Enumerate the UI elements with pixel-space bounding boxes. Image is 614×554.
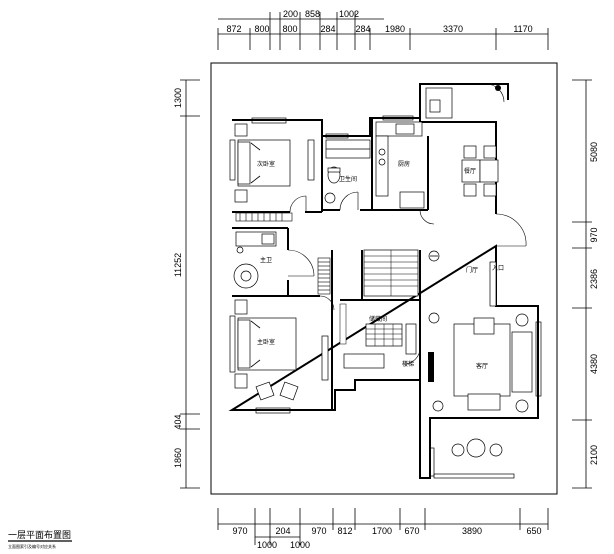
left-dimensions: 1300 11252 404 1860 — [173, 79, 200, 489]
label-storage: 储藏间 — [369, 315, 387, 323]
dim-top-872: 872 — [226, 24, 241, 34]
sheet-border — [210, 62, 558, 495]
dim-bot-1700: 1700 — [372, 526, 392, 536]
bathroom-fixtures — [233, 231, 277, 289]
laundry-fixtures — [425, 85, 501, 119]
dim-bot-3890: 3890 — [462, 526, 482, 536]
bottom-dimensions: 970 204 970 812 1700 670 3890 650 1000 1… — [217, 508, 549, 550]
label-dining: 餐厅 — [464, 167, 476, 175]
label-hall: 门厅 — [466, 266, 478, 274]
dim-bot-670: 670 — [404, 526, 419, 536]
dim-bot-1000b: 1000 — [290, 540, 310, 550]
drawing-title: 一层平面布置图 — [8, 529, 71, 541]
bedroom2-furniture — [234, 123, 315, 222]
dim-right-970: 970 — [589, 227, 599, 242]
dim-left-11252: 11252 — [173, 253, 183, 277]
dim-top-3370: 3370 — [443, 24, 463, 34]
dim-top-284b: 284 — [355, 24, 370, 34]
drawing-subtitle: 立面图索引及编号对应关系 — [8, 543, 56, 549]
kitchen-fixtures — [375, 121, 425, 209]
dim-top-200: 200 — [283, 9, 298, 19]
label-bedroom2: 次卧室 — [257, 160, 275, 168]
top-dimensions: 200 858 1002 872 800 800 284 284 1980 33… — [217, 9, 549, 50]
hall-fixtures — [428, 250, 497, 324]
windows — [229, 115, 542, 479]
toilet1-fixtures — [324, 139, 371, 204]
label-living: 客厅 — [476, 362, 488, 370]
balcony-furniture — [451, 438, 503, 458]
dim-right-5080: 5080 — [589, 142, 599, 162]
dim-left-404: 404 — [173, 414, 183, 429]
dim-bot-970a: 970 — [232, 526, 247, 536]
dim-top-1980: 1980 — [385, 24, 405, 34]
dining-furniture — [461, 145, 499, 197]
dim-bot-1000a: 1000 — [257, 540, 277, 550]
label-master: 主卧室 — [257, 338, 275, 346]
label-kitchen: 厨房 — [398, 160, 410, 168]
room-labels: 次卧室 卫生间 厨房 餐厅 主卫 门厅 主卧室 客厅 储藏间 楼梯 入口 — [257, 160, 504, 370]
dim-right-2100: 2100 — [589, 445, 599, 465]
master-furniture — [234, 257, 331, 401]
dim-right-4380: 4380 — [589, 354, 599, 374]
label-toilet1: 卫生间 — [339, 175, 357, 183]
dim-top-858: 858 — [305, 9, 320, 19]
dim-bot-970b: 970 — [311, 526, 326, 536]
dim-top-284a: 284 — [320, 24, 335, 34]
label-stair: 楼梯 — [402, 360, 414, 368]
dim-bot-812: 812 — [337, 526, 352, 536]
dim-left-1300: 1300 — [173, 88, 183, 108]
dim-bot-650: 650 — [526, 526, 541, 536]
dim-right-2386: 2386 — [589, 269, 599, 289]
stair-core — [339, 249, 419, 369]
dim-top-1170: 1170 — [513, 24, 532, 34]
dim-top-1002: 1002 — [339, 9, 359, 19]
dim-top-800a: 800 — [254, 24, 269, 34]
dim-left-1860: 1860 — [173, 448, 183, 468]
title-block: 一层平面布置图 立面图索引及编号对应关系 — [8, 529, 72, 549]
dim-bot-204: 204 — [275, 526, 290, 536]
label-bathroom: 主卫 — [260, 256, 272, 264]
living-furniture — [428, 313, 533, 413]
dim-top-800b: 800 — [282, 24, 297, 34]
right-dimensions: 5080 970 2386 4380 2100 — [572, 79, 599, 489]
walls — [228, 83, 539, 479]
label-entry: 入口 — [492, 265, 504, 272]
